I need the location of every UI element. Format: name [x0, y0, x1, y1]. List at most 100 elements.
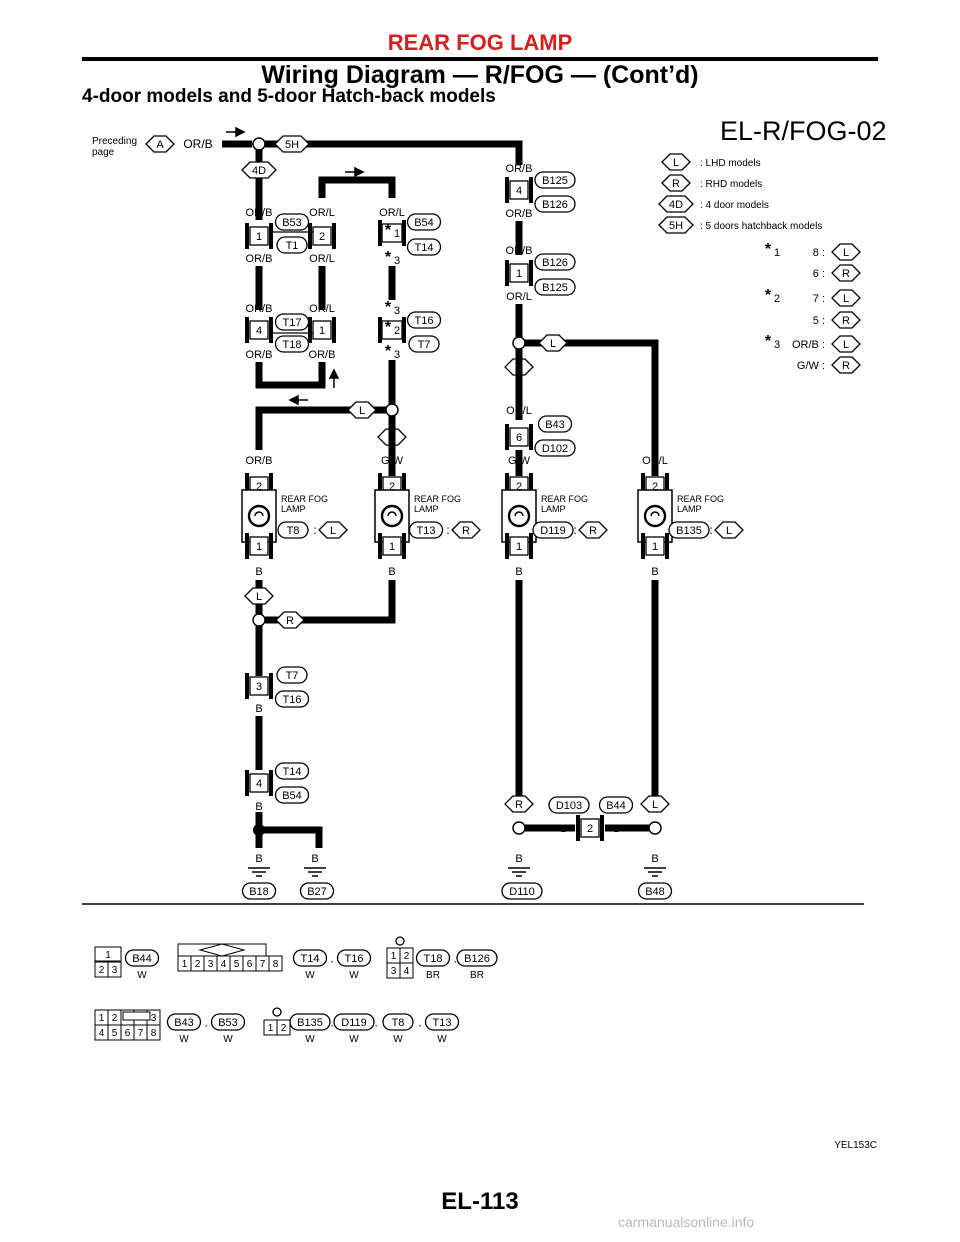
wire-label-c4-5: OR/L: [506, 405, 532, 417]
note-value-0-1: 6 :: [813, 268, 825, 280]
wire-top-main: [265, 140, 523, 165]
cv-b44-id-0: [124, 949, 160, 967]
c3-star3-b-glyph: *: [385, 299, 392, 316]
conn-b48: [637, 882, 673, 900]
cv-b43-id-1: [210, 1013, 246, 1031]
conn-b125-a-label: B125: [542, 175, 568, 187]
conn-b54-b: [274, 786, 310, 804]
conn-b126-b-label: B126: [542, 257, 568, 269]
pin-lamp-1-1: [382, 536, 402, 556]
tag-4d: [241, 161, 277, 179]
pin-c2-1-label: 1: [319, 325, 325, 337]
pin-c1-1-bracket-left: [245, 223, 249, 249]
pin-c3-star2-bracket-right: [402, 317, 406, 343]
pin-c3-star1-bracket-left: [378, 220, 382, 246]
preceding-label-2: page: [92, 147, 115, 158]
fog-lamp-1-filament: [387, 511, 397, 517]
conn-t1: [276, 236, 308, 254]
lamp-colon-0: :: [313, 523, 316, 537]
pin-c1-1-label: 1: [256, 231, 262, 243]
wire-label-gnd-1: B: [255, 853, 262, 865]
c3-star3-c-num: 3: [394, 349, 400, 361]
wire-label-c1-2: OR/B: [246, 253, 273, 265]
pin-lamp-1-2-bracket-left: [378, 473, 382, 499]
conn-t14-label: T14: [415, 242, 434, 254]
conn-t7-label: T7: [418, 339, 431, 351]
pin-c4-1-bracket-right: [529, 260, 533, 286]
note-star-1-glyph: *: [765, 287, 772, 304]
cv-b44-cell: [107, 961, 122, 978]
cv-t14-pin: 1: [182, 959, 188, 970]
joint-gnd-l: [648, 821, 662, 835]
note-tag-0-0: [831, 243, 861, 261]
cv-b135-color-0: W: [305, 1034, 315, 1045]
wire-label-lamp-in-2: G/W: [508, 455, 531, 467]
note-value-2-1: G/W :: [797, 360, 825, 372]
tag-4d-label: 4D: [252, 165, 266, 177]
cv-b135-id-0-label: B135: [297, 1017, 323, 1029]
cv-b43-color-1: W: [223, 1034, 233, 1045]
conn-b18-label: B18: [249, 886, 269, 898]
pin-d103: [580, 818, 600, 838]
figure-code: YEL153C: [834, 1140, 877, 1151]
tag-bottom-r-label: R: [286, 615, 294, 627]
page-number: EL-113: [441, 1188, 519, 1215]
tag-c4-l: [538, 334, 568, 352]
lamp-label-2-2: LAMP: [541, 504, 566, 514]
cv-t18-id-1-label: B126: [464, 953, 490, 965]
cv-t14-pin: 6: [247, 959, 253, 970]
conn-lamp-1-label: T13: [417, 525, 436, 537]
pin-c2-2-bracket-left: [308, 223, 312, 249]
cv-b135-comma-2: ,: [419, 1018, 422, 1029]
tag-lamp-3-label: L: [726, 525, 732, 537]
conn-t16-label: T16: [415, 315, 434, 327]
cv-b44-pin-1: 1: [105, 950, 111, 961]
cv-b135-id-3-label: T13: [433, 1017, 452, 1029]
pin-lamp-3-1-bracket-left: [641, 533, 645, 559]
pin-d103-bracket-left: [576, 815, 580, 841]
pin-lamp-2-2-bracket-right: [529, 473, 533, 499]
cv-t18-id-0-label: T18: [424, 953, 443, 965]
flow-arrow-top: [226, 126, 246, 138]
conn-lamp-3: [668, 521, 710, 539]
pin-lamp-3-1: [645, 536, 665, 556]
wire-label-lamp-out-3: B: [651, 566, 658, 578]
cv-b135-color-2: W: [393, 1034, 403, 1045]
joint-c3: [385, 403, 399, 417]
pin-lamp-3-2-bracket-left: [641, 473, 645, 499]
cv-t14-id-0: [292, 949, 328, 967]
legend-tag-1: [661, 174, 691, 192]
conn-d110: [501, 882, 543, 900]
pin-c1-4-bracket-right: [269, 317, 273, 343]
cv-b44-pin: 3: [112, 965, 118, 976]
conn-b27-label: B27: [307, 886, 327, 898]
cv-b44-id-0-label: B44: [132, 953, 152, 965]
cv-b43-pin: 1: [99, 1013, 105, 1024]
c3-star3-a-num: 3: [394, 255, 400, 267]
note-tag-2-1-label: R: [842, 360, 850, 372]
cv-t18-cell: [399, 962, 414, 979]
note-star-2-glyph: *: [765, 333, 772, 350]
note-tag-1-1-label: R: [842, 315, 850, 327]
pin-lamp-0-2-bracket-right: [269, 473, 273, 499]
wire-label-gnd-3: B: [515, 853, 522, 865]
conn-b54-label: B54: [414, 217, 434, 229]
tag-lamp-0: [318, 521, 348, 539]
cv-t18-id-1: [456, 949, 498, 967]
legend-tag-0-label: L: [673, 157, 679, 169]
conn-t14-b-label: T14: [283, 766, 302, 778]
cv-t14-pin: 5: [234, 959, 240, 970]
conn-b53-label: B53: [282, 217, 302, 229]
pin-c4-4-label: 4: [516, 185, 522, 197]
pin-c3-star2-star-num: 2: [394, 325, 400, 337]
legend-tag-3: [658, 216, 694, 234]
cv-b43-pin: 3: [151, 1013, 157, 1024]
tag-lamp-3: [714, 521, 744, 539]
lamp-label-3-1: REAR FOG: [677, 494, 724, 504]
note-tag-2-0: [831, 335, 861, 353]
conn-lamp-2: [532, 521, 574, 539]
cv-t18-pin: 2: [404, 951, 410, 962]
cv-t14-pin: 8: [273, 959, 279, 970]
pin-c4-1: [509, 263, 529, 283]
pin-c4-4: [509, 180, 529, 200]
